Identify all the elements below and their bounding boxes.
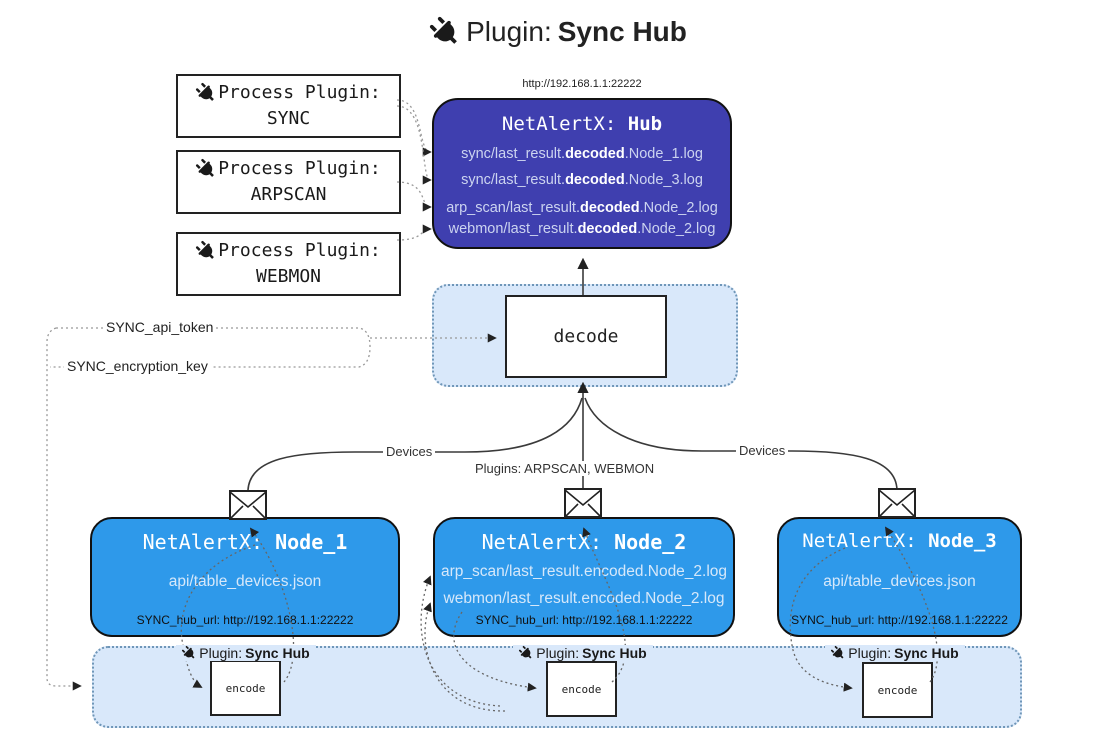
plug-icon <box>828 643 848 663</box>
plug-icon <box>516 643 536 663</box>
plugins-edge-label: Plugins: ARPSCAN, WEBMON <box>472 461 658 476</box>
hub-url-label: http://192.168.1.1:22222 <box>522 78 642 90</box>
encode-plugin-label: Plugin:Sync Hub <box>825 645 965 661</box>
hub-log-line: webmon/last_result.decoded.Node_2.log <box>448 221 716 237</box>
envelope-icon <box>229 490 267 520</box>
devices-label-left: Devices <box>383 444 436 459</box>
node-1-box: NetAlertX: Node_1 api/table_devices.json… <box>90 517 400 637</box>
node-title: NetAlertX: Node_2 <box>481 530 687 554</box>
hub-log-line: sync/last_result.decoded.Node_3.log <box>461 172 703 188</box>
plug-icon <box>424 11 466 53</box>
plug-icon <box>192 79 220 107</box>
node-file-line: webmon/last_result.encoded.Node_2.log <box>443 590 725 607</box>
devices-label-right: Devices <box>736 443 789 458</box>
plug-icon <box>192 155 220 183</box>
title-name: Sync Hub <box>557 16 687 47</box>
process-plugin-sync: Process Plugin: SYNC <box>176 74 401 138</box>
process-plugin-name: ARPSCAN <box>250 184 327 205</box>
node-title: NetAlertX: Node_3 <box>802 530 997 552</box>
node-title: NetAlertX: Node_1 <box>142 530 348 554</box>
page-title: Plugin: Sync Hub <box>0 16 1117 48</box>
process-plugin-label: Process Plugin: <box>218 158 381 179</box>
hub-log-line: sync/last_result.decoded.Node_1.log <box>461 146 703 162</box>
node-3-box: NetAlertX: Node_3 api/table_devices.json… <box>777 517 1022 637</box>
process-plugin-name: SYNC <box>266 108 311 129</box>
envelope-icon <box>564 488 602 518</box>
title-prefix: Plugin: <box>466 16 552 47</box>
process-plugin-arpscan: Process Plugin: ARPSCAN <box>176 150 401 214</box>
node-hub-url: SYNC_hub_url: http://192.168.1.1:22222 <box>791 613 1008 627</box>
sync-encryption-key-label: SYNC_encryption_key <box>64 358 211 374</box>
hub-title: NetAlertX: Hub <box>501 113 663 135</box>
encode-box: encode <box>546 661 617 717</box>
decode-box: decode <box>505 295 667 378</box>
node-hub-url: SYNC_hub_url: http://192.168.1.1:22222 <box>475 613 693 627</box>
encode-plugin-label: Plugin:Sync Hub <box>513 645 653 661</box>
process-plugin-label: Process Plugin: <box>218 82 381 103</box>
plug-icon <box>192 237 220 265</box>
hub-box: NetAlertX: Hub sync/last_result.decoded.… <box>432 98 732 249</box>
node-file-line: api/table_devices.json <box>823 573 976 590</box>
encode-box: encode <box>210 660 281 716</box>
hub-log-line: arp_scan/last_result.decoded.Node_2.log <box>446 200 718 216</box>
sync-api-token-label: SYNC_api_token <box>103 319 217 335</box>
envelope-icon <box>878 488 916 518</box>
node-2-box: NetAlertX: Node_2 arp_scan/last_result.e… <box>433 517 735 637</box>
process-plugin-name: WEBMON <box>255 266 322 287</box>
node-file-line: arp_scan/last_result.encoded.Node_2.log <box>440 563 728 580</box>
process-plugin-webmon: Process Plugin: WEBMON <box>176 232 401 296</box>
node-hub-url: SYNC_hub_url: http://192.168.1.1:22222 <box>136 613 354 627</box>
encode-box: encode <box>862 662 933 718</box>
node-file-line: api/table_devices.json <box>168 573 322 590</box>
process-plugin-label: Process Plugin: <box>218 240 381 261</box>
encode-plugin-label: Plugin:Sync Hub <box>176 645 316 661</box>
plug-icon <box>179 643 199 663</box>
